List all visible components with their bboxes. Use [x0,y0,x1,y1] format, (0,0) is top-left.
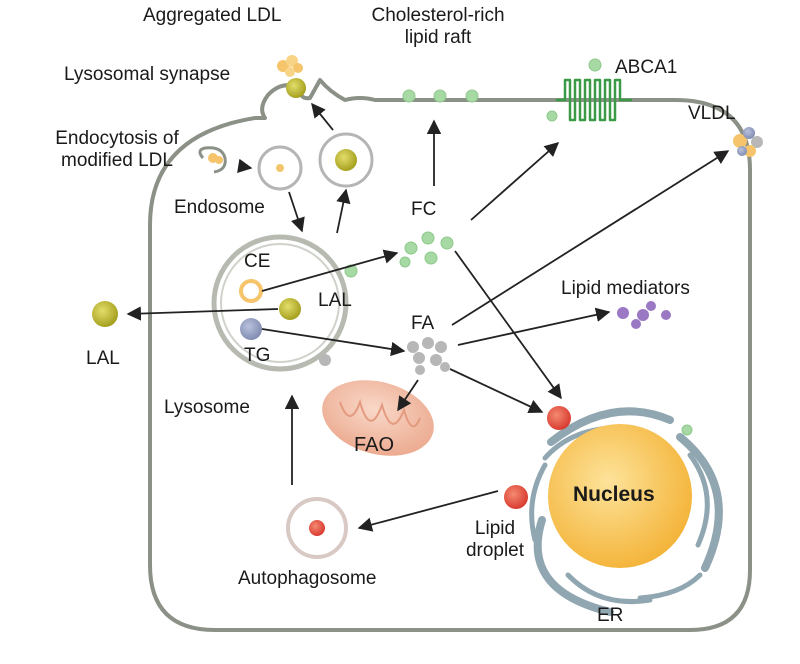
fatty-acid-in-lysosome [319,354,331,366]
autophagosome-droplet [309,520,325,536]
label-lal-outside: LAL [86,348,120,369]
arrow-lysosome-vesicle [336,188,351,234]
cell-membrane [148,78,752,632]
label-lysosome: Lysosome [164,397,250,418]
arrow-droplet-autophagosome [357,490,499,532]
endocytic-pit [198,146,227,174]
label-vldl: VLDL [688,103,736,124]
nucleus [548,424,692,568]
label-abca1: ABCA1 [615,57,678,78]
arrow-fc-er [454,250,562,400]
aggregated-ldl-cluster [277,55,303,77]
label-fao: FAO [354,434,395,456]
lysosome-inner-membrane [220,243,340,363]
endoplasmic-reticulum [529,407,723,616]
arrow-tg-fa [261,328,406,357]
lipid-mediator-particles [617,301,671,329]
label-tg: TG [244,345,271,366]
triglyceride-particle [240,318,262,340]
label-endocytosis: Endocytosis of modified LDL [55,128,179,171]
raft-cholesterol-particles [402,58,693,436]
label-lysosomal-synapse: Lysosomal synapse [64,64,231,85]
arrows [126,102,730,532]
arrow-ce-fc [261,249,399,292]
arrow-fc-abca1 [470,142,560,221]
fatty-acid-particles [407,337,450,375]
arrow-fa-vldl [451,150,730,326]
label-lal-inside: LAL [318,290,352,311]
lal-secreted-particle [92,301,118,327]
secretory-lysosome-particle [335,149,357,171]
lipid-droplet-budding [504,485,528,509]
arrow-fa-fao [397,379,419,412]
arrow-endosome-lysosome [288,191,305,233]
label-nucleus: Nucleus [573,483,655,506]
label-fa: FA [411,313,435,334]
endosome-ldl-particle [276,164,284,172]
arrow-endocytosis-endosome [237,158,253,173]
label-er: ER [597,605,624,626]
label-ce: CE [244,251,271,272]
lal-enzyme-inside [279,298,301,320]
label-lipid-mediators: Lipid mediators [561,278,690,299]
vldl-particle [733,127,763,157]
label-lipid-droplet: Lipid droplet [465,518,525,561]
lysosome-lal-particle [286,78,306,98]
label-autophagosome: Autophagosome [238,568,377,589]
arrow-to-synapse [311,102,334,131]
arrow-lal-secretion [126,306,279,321]
arrow-fa-er [449,368,544,414]
free-cholesterol-particles [344,231,454,278]
lipid-droplet-er [547,406,571,430]
label-fc: FC [411,199,437,220]
cholesteryl-ester-particle [239,279,263,303]
arrow-fa-mediators [457,307,611,346]
label-aggregated-ldl: Aggregated LDL [143,5,282,26]
modified-ldl-particle [215,156,223,164]
label-cholesterol-raft: Cholesterol-rich lipid raft [371,5,505,48]
label-endosome: Endosome [174,197,265,218]
abca1-transporter [556,78,632,122]
